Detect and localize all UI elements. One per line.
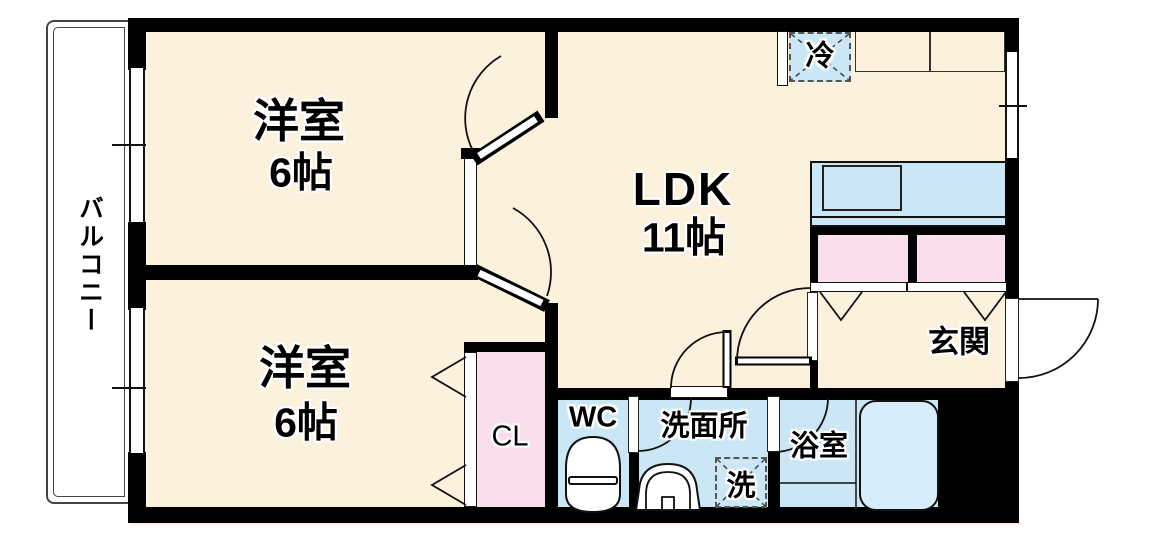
hall-doorway (807, 292, 818, 361)
closet-door-triangles (430, 356, 467, 506)
hall-closet-sliding-doors (810, 282, 1007, 292)
ldk-label: LDK (632, 163, 734, 215)
window-bedroom-bottom-tick (112, 387, 146, 389)
wall-bottom (128, 507, 1019, 523)
wall-right-b (1005, 158, 1019, 298)
wall-wc-washroom (629, 398, 639, 513)
wall-right-a (1005, 18, 1019, 52)
wall-left-c (128, 452, 146, 523)
bedroom-top-size: 6帖 (269, 149, 333, 196)
bedroom-bottom-size: 6帖 (274, 399, 338, 446)
wall-hallcloset-top (810, 227, 1007, 235)
closet-label: CL (491, 420, 529, 453)
hall-closet-door-marks (819, 291, 1007, 322)
wall-hallcloset-left (810, 227, 818, 292)
sink-icon (634, 462, 702, 511)
kitchen-sink (822, 165, 902, 211)
wall-ldk-vertical-bottom (545, 303, 558, 515)
partition-cap-top (461, 148, 480, 159)
kitchen-cabinet-divider (929, 31, 931, 72)
closet-floor (477, 352, 545, 507)
washing-machine-label: 洗 (726, 470, 756, 503)
window-bedroom-bottom (129, 308, 145, 453)
wall-top (128, 18, 1019, 32)
bathtub-icon (780, 398, 939, 513)
door-bedroom-top (464, 55, 545, 166)
wall-bedroom-divider (128, 265, 478, 280)
door-entrance (1018, 298, 1099, 379)
refrigerator-icon (790, 33, 850, 81)
balcony-outline-inner (53, 27, 125, 497)
door-bedroom-bottom (471, 207, 552, 312)
bedroom-bottom-label: 洋室 (259, 342, 351, 394)
washroom-doorway (670, 386, 728, 398)
window-ldk-right-tick (999, 105, 1027, 107)
wall-ldk-vertical-top (545, 28, 558, 118)
wall-right-c (1005, 382, 1019, 523)
window-bedroom-top-tick (112, 144, 146, 146)
washroom-label: 洗面所 (660, 410, 748, 443)
door-bathroom-swing (773, 397, 829, 453)
refrigerator-label: 冷 (805, 40, 835, 73)
door-hall (735, 287, 812, 366)
door-wc-swing (637, 397, 692, 452)
entrance-doorway (1005, 298, 1019, 382)
bedroom-top-label: 洋室 (253, 95, 345, 147)
wall-stub-fridge (777, 31, 788, 86)
washing-machine-space (715, 457, 767, 508)
bathroom-doorway (767, 396, 780, 452)
wc-label: WC (568, 401, 618, 434)
hall-closet-sliding-tick (906, 283, 908, 291)
toilet-icon (565, 435, 621, 514)
wall-sanitary-top (557, 388, 1007, 400)
wall-left-a (128, 18, 146, 70)
ldk-size: 11帖 (641, 214, 727, 261)
entrance-label: 玄関 (928, 324, 990, 360)
kitchen-counter-edge-line (810, 216, 1007, 218)
balcony-label: バルコニー (75, 195, 104, 335)
door-washroom-entrance (670, 330, 732, 389)
washing-machine-icon (716, 458, 766, 507)
hall-closet-left (818, 235, 908, 282)
bathroom-label: 浴室 (789, 430, 849, 463)
wall-hall-door-stub (810, 361, 818, 400)
wall-hallcloset-divider (908, 235, 917, 282)
closet-door-track (464, 352, 477, 507)
hall-closet-right (917, 235, 1005, 282)
wc-doorway (628, 396, 639, 453)
wall-closet-top (464, 342, 558, 352)
